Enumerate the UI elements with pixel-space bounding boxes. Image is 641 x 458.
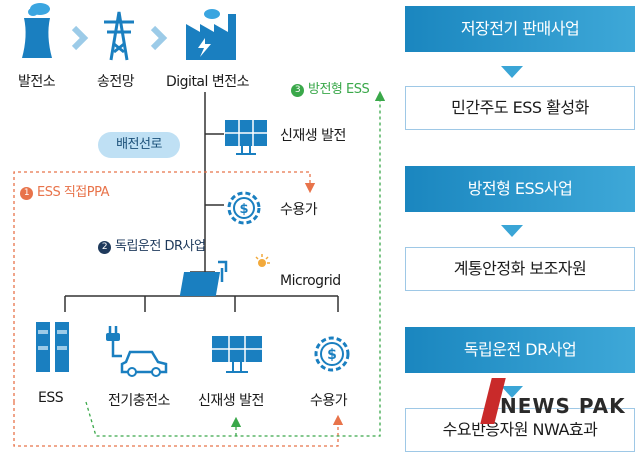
ev-charger-icon [106,326,168,377]
down-arrow-icon [501,225,523,237]
solar-panel-icon [212,336,262,373]
node-label-consumer-bottom: 수용가 [310,393,348,409]
node-label-transmission: 송전망 [97,74,135,90]
ppa-flow-arrow [13,171,316,402]
result-box-private-ess: 민간주도 ESS 활성화 [405,86,635,130]
ess-battery-icon [36,322,69,372]
node-label-renewable: 신재생 발전 [280,128,346,144]
business-box-storage-sales: 저장전기 판매사업 [405,6,635,52]
svg-text:$: $ [239,202,248,217]
solar-panel-icon [225,120,267,155]
business-box-discharge-ess: 방전형 ESS사업 [405,166,635,212]
down-arrow-icon [501,386,523,398]
down-arrow-icon [501,66,523,78]
result-box-nwa: 수요반응자원 NWA효과 [405,408,635,452]
annotation-text: 방전형 ESS [308,82,370,97]
annotation-dr: 2 독립운전 DR사업 [98,235,206,254]
node-label-substation: Digital 변전소 [166,74,250,90]
annotation-ppa: 1 ESS 직접PPA [20,181,110,200]
chevron-right-icon [71,25,89,51]
annotation-text: ESS 직접PPA [37,185,110,200]
node-label-microgrid: Microgrid [280,273,341,289]
node-label-power-plant: 발전소 [18,74,56,90]
annotation-discharge: 3 방전형 ESS [291,78,370,97]
transmission-tower-icon [104,11,134,61]
result-box-grid-stability: 계통안정화 보조자원 [405,247,635,291]
watermark-text: NEWS PAK [500,394,626,418]
annotation-text: 독립운전 DR사업 [115,239,206,254]
factory-icon [186,9,236,60]
node-label-ess: ESS [38,390,64,406]
annotation-number: 1 [20,187,33,200]
consumer-dollar-icon: $ [314,336,350,372]
chevron-right-icon [150,25,168,51]
annotation-number: 3 [291,84,304,97]
microgrid-icon [179,254,270,296]
business-box-dr: 독립운전 DR사업 [405,327,635,373]
consumer-dollar-icon: $ [227,191,261,225]
power-plant-icon [22,3,52,58]
annotation-number: 2 [98,241,111,254]
distribution-line-pill: 배전선로 [98,132,180,158]
node-label-renewable-bottom: 신재생 발전 [198,393,264,409]
node-label-ev-charger: 전기충전소 [108,393,170,409]
svg-text:$: $ [327,347,337,363]
node-label-consumer: 수용가 [280,202,318,218]
